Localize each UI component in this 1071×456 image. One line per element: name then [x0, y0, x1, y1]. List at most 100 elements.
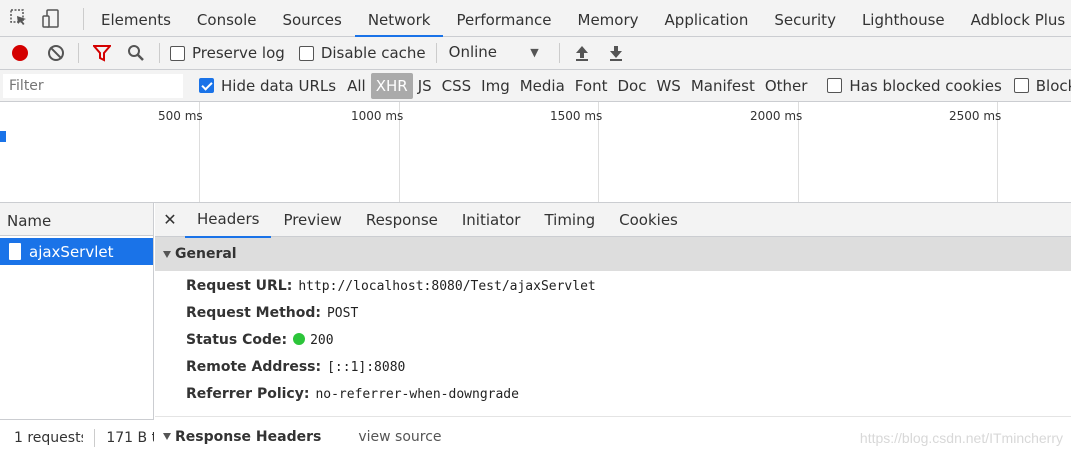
tab-cookies[interactable]: Cookies [619, 210, 678, 229]
hide-data-urls-toggle[interactable]: Hide data URLs [199, 77, 336, 95]
filter-icon[interactable] [93, 44, 111, 62]
filter-type-manifest[interactable]: Manifest [690, 76, 755, 95]
tab-headers[interactable]: Headers [185, 202, 272, 238]
tab-response[interactable]: Response [365, 210, 438, 229]
timeline-tick-label: 500 ms [158, 109, 203, 123]
filter-type-font[interactable]: Font [574, 76, 608, 95]
clear-icon[interactable] [48, 45, 64, 61]
preserve-log-toggle[interactable]: Preserve log [170, 44, 285, 62]
filter-type-all[interactable]: All [347, 76, 366, 95]
referrer-policy-value: no-referrer-when-downgrade [315, 387, 519, 402]
preserve-log-checkbox[interactable] [170, 45, 185, 61]
search-icon[interactable] [127, 44, 145, 62]
close-icon[interactable]: ✕ [163, 210, 177, 229]
request-name: ajaxServlet [29, 242, 114, 261]
transferred-size: 171 B t [106, 430, 154, 446]
request-detail-pane: ✕ Headers Preview Response Initiator Tim… [155, 203, 1071, 456]
filter-type-ws[interactable]: WS [656, 76, 681, 95]
blocked-requests-checkbox[interactable] [1013, 78, 1029, 93]
hide-data-urls-label: Hide data URLs [221, 76, 337, 95]
throttling-select[interactable]: Online ▼ [449, 43, 539, 63]
tab-application[interactable]: Application [664, 11, 749, 29]
document-icon [9, 243, 21, 260]
has-blocked-cookies-label: Has blocked cookies [849, 76, 1002, 95]
filter-type-xhr[interactable]: XHR [370, 72, 413, 99]
divider [83, 8, 84, 30]
tab-security[interactable]: Security [774, 11, 836, 29]
status-code-row: Status Code:200 [186, 332, 334, 348]
filter-type-img[interactable]: Img [481, 76, 510, 95]
view-source-link[interactable]: view source [358, 428, 442, 445]
blocked-requests-toggle[interactable]: Blocked [1013, 76, 1071, 95]
timeline-gridline [399, 102, 400, 202]
inspect-element-icon[interactable] [10, 9, 28, 27]
request-count: 1 requests [14, 430, 84, 446]
tab-memory[interactable]: Memory [577, 11, 639, 29]
general-title: General [175, 246, 237, 262]
export-har-icon[interactable] [608, 44, 624, 62]
tab-timing[interactable]: Timing [544, 210, 596, 229]
remote-address-row: Remote Address:[::1]:8080 [186, 359, 405, 375]
status-ok-icon [293, 333, 306, 345]
network-overview-timeline[interactable]: 500 ms 1000 ms 1500 ms 2000 ms 2500 ms [0, 102, 1071, 203]
expand-triangle-icon [163, 433, 171, 440]
tab-initiator[interactable]: Initiator [461, 210, 521, 229]
tab-adblock-plus[interactable]: Adblock Plus [970, 11, 1066, 29]
tab-sources[interactable]: Sources [282, 11, 342, 29]
panel-tabs: Elements Console Sources Network Perform… [88, 0, 1071, 37]
filter-type-other[interactable]: Other [764, 76, 808, 95]
status-code-value: 200 [310, 333, 334, 348]
divider [94, 429, 96, 447]
response-headers-title: Response Headers [175, 428, 322, 445]
tab-console[interactable]: Console [196, 11, 257, 29]
summary-bar: 1 requests 171 B t [0, 419, 154, 456]
filter-type-doc[interactable]: Doc [617, 76, 647, 95]
timeline-tick-label: 2500 ms [949, 109, 1002, 123]
divider [558, 43, 560, 63]
remote-address-label: Remote Address: [186, 359, 322, 375]
request-timing-bar [0, 131, 6, 142]
divider [435, 43, 437, 63]
tab-network[interactable]: Network [354, 0, 444, 37]
name-column-header[interactable]: Name [0, 203, 153, 236]
watermark: https://blog.csdn.net/ITmincherry [859, 430, 1063, 446]
timeline-tick-label: 1000 ms [351, 109, 404, 123]
import-har-icon[interactable] [574, 44, 590, 62]
has-blocked-cookies-checkbox[interactable] [827, 78, 843, 93]
filter-type-css[interactable]: CSS [441, 76, 472, 95]
tab-preview[interactable]: Preview [283, 210, 342, 229]
dropdown-arrow-icon: ▼ [530, 46, 539, 59]
general-section-header[interactable]: General [155, 237, 1071, 271]
divider [159, 43, 160, 63]
request-url-value: http://localhost:8080/Test/ajaxServlet [298, 279, 596, 294]
response-headers-section-header[interactable]: Response Headers view source [155, 416, 1071, 456]
request-method-row: Request Method:POST [186, 305, 358, 321]
network-toolbar: Preserve log Disable cache Online ▼ [0, 37, 1071, 70]
disable-cache-label: Disable cache [320, 44, 426, 62]
device-toolbar-icon[interactable] [42, 9, 60, 29]
divider [78, 43, 79, 63]
tab-lighthouse[interactable]: Lighthouse [861, 11, 945, 29]
timeline-tick-label: 2000 ms [750, 109, 803, 123]
filter-type-js[interactable]: JS [417, 76, 432, 95]
filter-type-media[interactable]: Media [519, 76, 565, 95]
filter-bar: Hide data URLs All XHR JS CSS Img Media … [0, 70, 1071, 102]
tab-performance[interactable]: Performance [456, 11, 552, 29]
timeline-gridline [199, 102, 200, 202]
disable-cache-checkbox[interactable] [298, 45, 314, 61]
record-icon[interactable] [12, 45, 28, 61]
throttling-value: Online [448, 43, 498, 61]
disable-cache-toggle[interactable]: Disable cache [298, 44, 426, 62]
preserve-log-label: Preserve log [192, 44, 285, 62]
has-blocked-cookies-toggle[interactable]: Has blocked cookies [827, 76, 1002, 95]
timeline-gridline [598, 102, 599, 202]
request-row[interactable]: ajaxServlet [0, 238, 153, 265]
blocked-requests-label: Blocked [1035, 76, 1071, 95]
filter-input[interactable] [3, 73, 183, 98]
tab-elements[interactable]: Elements [101, 11, 171, 29]
hide-data-urls-checkbox[interactable] [199, 78, 214, 93]
timeline-gridline [997, 102, 998, 202]
resource-type-filters: All XHR JS CSS Img Media Font Doc WS Man… [342, 72, 812, 99]
request-url-label: Request URL: [186, 278, 293, 294]
request-list: Name ajaxServlet 1 requests 171 B t [0, 203, 154, 456]
